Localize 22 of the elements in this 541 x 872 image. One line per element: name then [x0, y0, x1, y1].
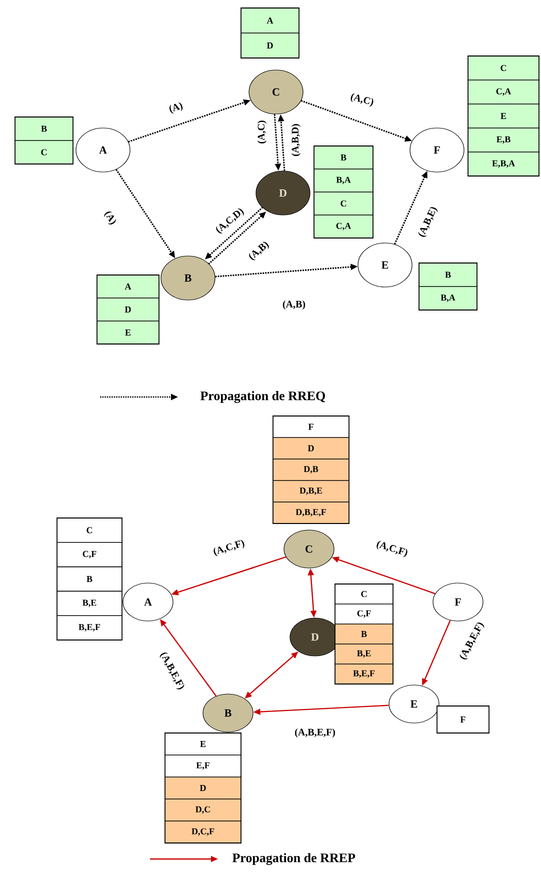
route-table: B B,A C C,A [314, 146, 374, 238]
route-table: F [436, 706, 490, 734]
edge-label: (A,B,E,F) [294, 728, 336, 738]
edge-label: (A,C,F) [211, 538, 247, 558]
route-table: A D E [96, 274, 160, 344]
edge-label: (A) [102, 208, 118, 228]
route-table: A D [240, 8, 300, 58]
route-table: F D D,B D,B,E D,B,E,F [272, 416, 350, 524]
route-table: E E,F D D,C D,C,F [164, 732, 242, 844]
edge-label: (A,B) [282, 300, 306, 310]
edge-label: (A,C,F) [374, 538, 410, 560]
legend-text: Propagation de RREP [232, 853, 356, 865]
edge-label: (A,C) [348, 92, 376, 108]
edge-label: (A,C) [256, 119, 268, 145]
route-table: B B,A [418, 262, 478, 310]
edge-label: (A,B,D) [290, 122, 302, 158]
legend-text: Propagation de RREQ [200, 391, 326, 403]
route-table: B C [14, 116, 74, 164]
edge-label: (A) [167, 100, 185, 116]
route-table: C C,F B B,E B,E,F [56, 518, 122, 640]
route-table: C C,F B B,E B,E,F [334, 584, 394, 684]
route-table: C C,A E E,B E,B,A [468, 56, 540, 176]
